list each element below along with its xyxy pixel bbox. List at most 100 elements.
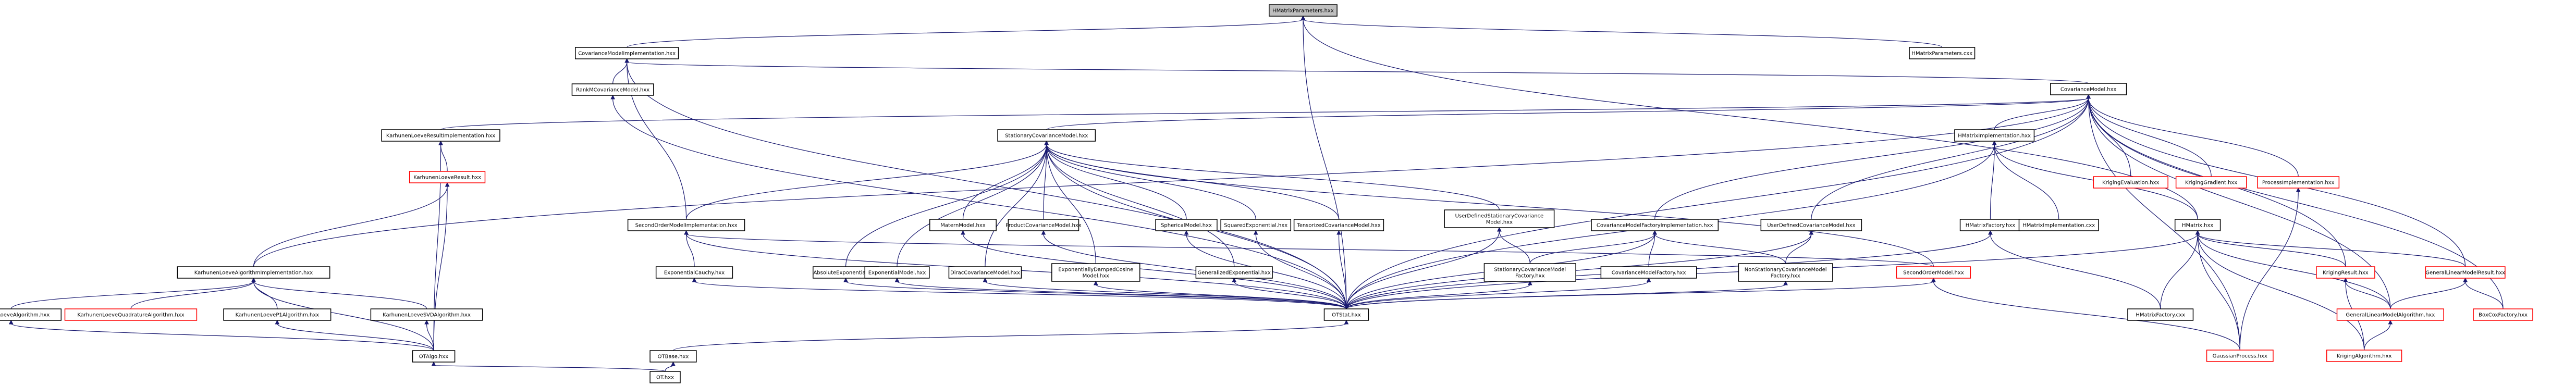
node-secondorderimpl-hxx[interactable]: SecondOrderModelImplementation.hxx [627,219,745,231]
edge-arrowhead [251,277,256,282]
edge-line [612,98,1347,309]
node-userdefcov-hxx[interactable]: UserDefinedCovarianceModel.hxx [1760,219,1862,231]
node-expmodel-hxx[interactable]: ExponentialModel.hxx [864,266,930,279]
node-genlinmodelresult-hxx[interactable]: GeneralLinearModelResult.hxx [2425,266,2506,279]
edge-hmatrix-hxx-to-krigingalgo-hxx [2195,230,2365,351]
edge-line [1046,144,1256,220]
node-label: KarhunenLoeveResult.hxx [413,175,481,181]
node-ot-hxx[interactable]: OT.hxx [649,371,681,383]
node-hmatriximpl-cxx[interactable]: HMatrixImplementation.cxx [2018,219,2099,231]
node-label: KarhunenLoeveP1Algorithm.hxx [236,313,319,318]
node-sphericalcov-hxx[interactable]: SphericalModel.hxx [1155,219,1218,231]
edge-line [1046,97,2089,130]
node-klquadalgo-hxx[interactable]: KarhunenLoeveQuadratureAlgorithm.hxx [64,308,198,321]
node-klp1algo-hxx[interactable]: KarhunenLoeveP1Algorithm.hxx [223,308,332,321]
node-klresult-hxx[interactable]: KarhunenLoeveResult.hxx [409,171,486,183]
node-genexp-hxx[interactable]: GeneralizedExponential.hxx [1195,266,1273,279]
node-gaussianprocess-hxx[interactable]: GaussianProcess.hxx [2206,350,2274,362]
node-secondorder-hxx[interactable]: SecondOrderModel.hxx [1896,266,1971,279]
node-expcauchy-hxx[interactable]: ExponentialCauchy.hxx [655,266,733,279]
node-statcov-hxx[interactable]: StationaryCovarianceModel.hxx [997,129,1096,142]
edge-genexp-hxx-to-otstat-hxx [1232,277,1347,309]
edge-klresult-hxx-to-otalgo-hxx [433,182,450,351]
node-label: GeneralLinearModelResult.hxx [2425,270,2505,276]
node-covfactory-hxx[interactable]: CovarianceModelFactory.hxx [1600,266,1697,279]
node-box [2127,308,2194,321]
edge-statcovfactory-hxx-to-otstat-hxx [1346,280,1532,309]
edge-line [253,281,434,351]
node-label: KrigingResult.hxx [2323,270,2369,276]
edge-arrowhead [1988,230,1993,235]
node-label: OTStat.hxx [1332,313,1361,318]
node-label: StationaryCovarianceModel.hxx [1005,133,1088,139]
node-otstat-hxx[interactable]: OTStat.hxx [1323,308,1369,321]
node-productcov-hxx[interactable]: ProductCovarianceModel.hxx [1005,219,1082,231]
node-krigingeval-hxx[interactable]: KrigingEvaluation.hxx [2093,176,2168,189]
node-squaredexp-hxx[interactable]: SquaredExponential.hxx [1220,219,1292,231]
node-covfactoryimpl-hxx[interactable]: CovarianceModelFactoryImplementation.hxx [1591,219,1719,231]
edge-arrowhead [894,277,900,282]
node-label: KrigingAlgorithm.hxx [2337,354,2392,359]
node-klalgoimpl-hxx[interactable]: KarhunenLoeveAlgorithmImplementation.hxx [177,266,330,279]
edge-line [1255,233,1347,309]
node-rankmcov-hxx[interactable]: RankMCovarianceModel.hxx [571,83,654,96]
node-box [409,171,486,183]
node-genlinmodelalgo-hxx[interactable]: GeneralLinearModelAlgorithm.hxx [2336,308,2444,321]
node-krigingresult-hxx[interactable]: KrigingResult.hxx [2316,266,2375,279]
node-label: SecondOrderModel.hxx [1903,270,1964,276]
node-hmatrixfactory-hxx[interactable]: HMatrixFactory.hxx [1959,219,2021,231]
node-label: KrigingEvaluation.hxx [2102,180,2159,186]
edge-expcauchy-hxx-to-otstat-hxx [692,277,1347,309]
edge-arrowhead [8,319,14,325]
node-covmodelimpl-hxx[interactable]: CovarianceModelImplementation.hxx [574,47,679,59]
node-diraccov-hxx[interactable]: DiracCovarianceModel.hxx [948,266,1022,279]
node-otalgo-hxx[interactable]: OTAlgo.hxx [412,350,456,363]
edge-line [1234,281,1347,309]
edge-line [1990,144,1995,220]
node-box [1195,266,1273,279]
edge-line [2197,233,2346,267]
node-processimpl-hxx[interactable]: ProcessImplementation.hxx [2257,176,2340,189]
edge-arrowhead [1783,280,1788,285]
edge-arrowhead [1184,230,1189,235]
edge-line [685,144,1047,220]
node-otbase-hxx[interactable]: OTBase.hxx [649,350,697,363]
node-krigingalgo-hxx[interactable]: KrigingAlgorithm.hxx [2326,350,2402,362]
node-box [2018,219,2099,231]
node-klalgo-hxx[interactable]: KarhunenLoeveAlgorithm.hxx [0,308,62,321]
node-klresultimpl-hxx[interactable]: KarhunenLoeveResultImplementation.hxx [381,129,500,142]
edge-arrowhead [1652,230,1657,235]
node-hmatrixfactory-cxx[interactable]: HMatrixFactory.cxx [2127,308,2194,321]
edge-hmatrix-hxx-to-genlinmodelresult-hxx [2195,230,2466,267]
node-materncov-hxx[interactable]: MaternModel.hxx [929,219,997,231]
edge-expdampcos-hxx-to-otstat-hxx [1093,280,1347,309]
node-kriginggrad-hxx[interactable]: KrigingGradient.hxx [2175,176,2247,189]
node-klsvdalgo-hxx[interactable]: KarhunenLoeveSVDAlgorithm.hxx [370,308,483,321]
edge-covmodel-hxx-to-processimpl-hxx [2086,94,2299,177]
node-hmatrixparameters-hxx[interactable]: HMatrixParameters.hxx [1269,4,1338,17]
edge-line [426,323,434,351]
edge-line [2465,281,2504,309]
edge-line [253,185,448,267]
node-hmatriximpl-hxx[interactable]: HMatrixImplementation.hxx [1954,129,2035,142]
node-tensorized-hxx[interactable]: TensorizedCovarianceModel.hxx [1293,219,1384,231]
edge-tensorized-hxx-to-otstat-hxx [1336,230,1347,309]
edge-arrowhead [692,277,697,282]
node-box [864,266,930,279]
edge-arrowhead [1497,227,1502,232]
node-box [1591,219,1719,231]
edge-hmatrixfactory-hxx-to-hmatrixfactory-cxx [1988,230,2161,309]
node-label: ProcessImplementation.hxx [2262,180,2335,186]
node-hmatrixparameters-cxx[interactable]: HMatrixParameters.cxx [1909,47,1976,59]
node-label: UserDefinedCovarianceModel.hxx [1767,223,1855,229]
edge-klalgoimpl-hxx-to-klsvdalgo-hxx [251,277,427,309]
node-boxcoxfactory-hxx[interactable]: BoxCoxFactory.hxx [2473,308,2533,321]
node-covmodel-hxx[interactable]: CovarianceModel.hxx [2050,83,2127,95]
edge-genlinmodelresult-hxx-to-boxcoxfactory-hxx [2463,277,2504,309]
node-hmatrix-hxx[interactable]: HMatrix.hxx [2174,219,2221,231]
